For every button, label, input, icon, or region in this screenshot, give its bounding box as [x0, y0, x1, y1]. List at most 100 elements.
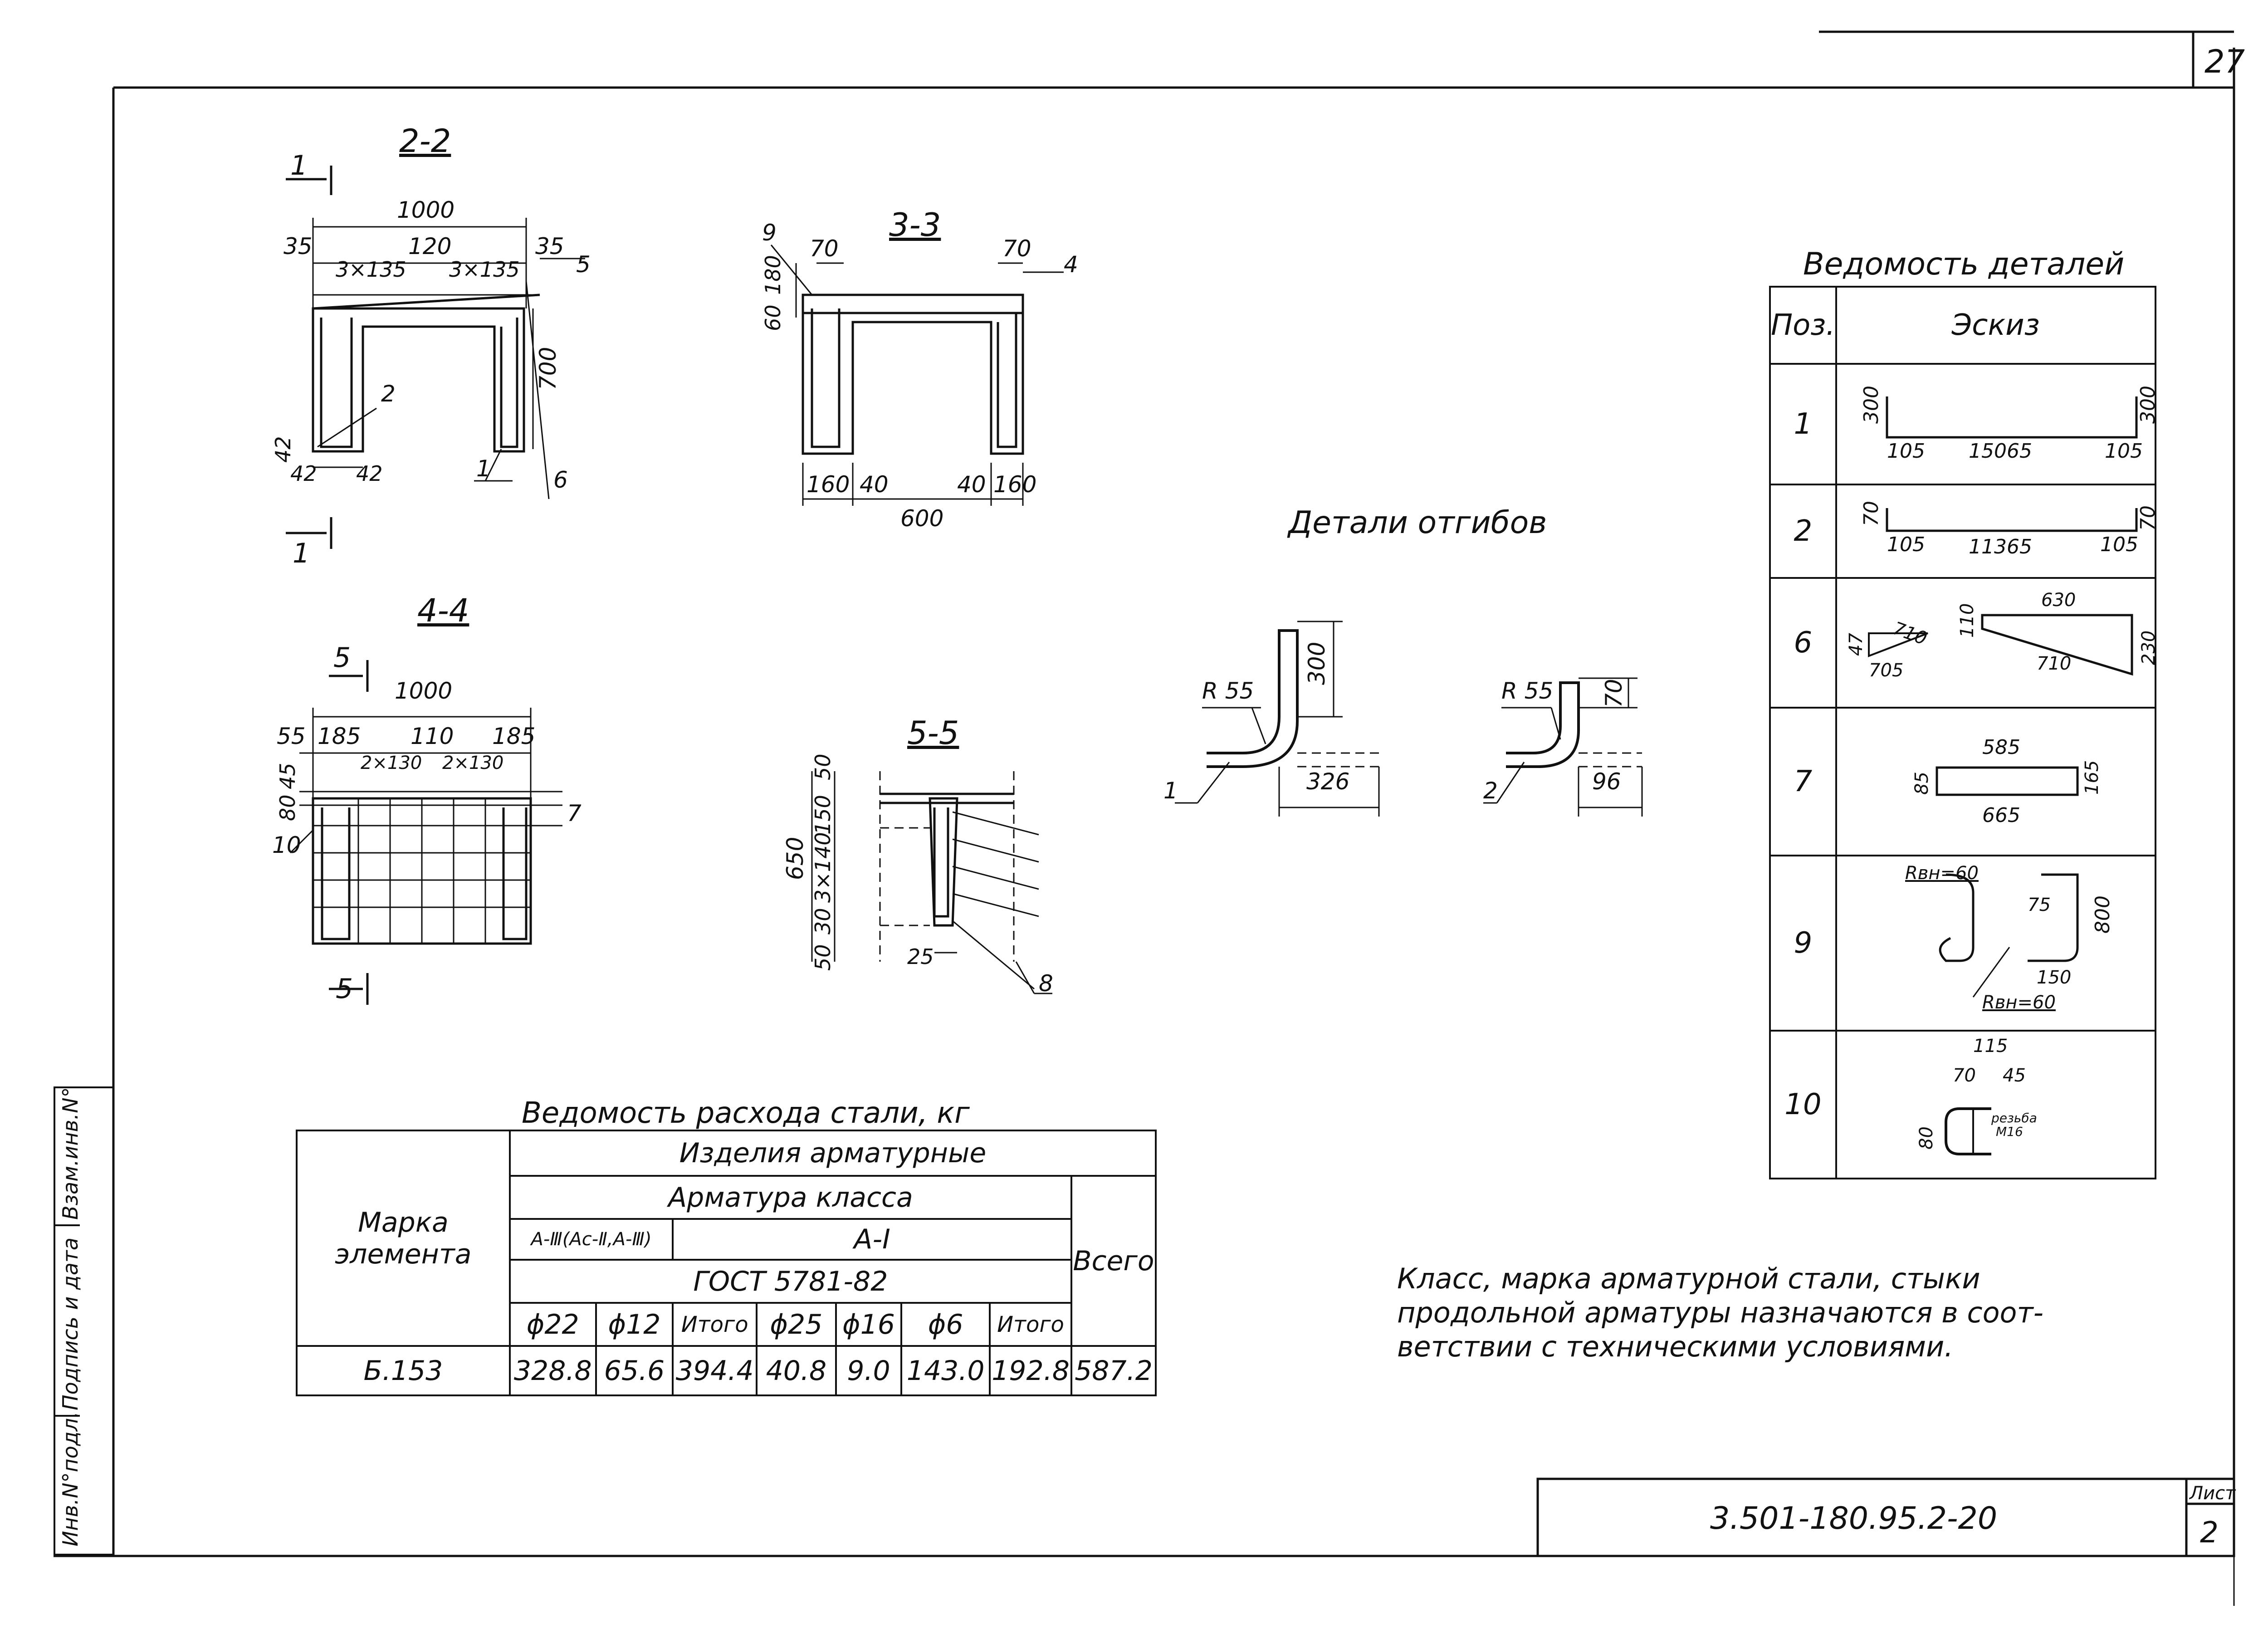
dim-label: 105 [2100, 533, 2138, 556]
dim-label: 650 [782, 837, 808, 880]
details-pos: 1 [1769, 363, 1837, 485]
bend2-length: 96 [1592, 768, 1621, 795]
sketch-pos-2: 70 105 11365 105 70 [1835, 484, 2160, 579]
callout-4: 4 [1064, 251, 1078, 278]
details-pos: 9 [1769, 855, 1837, 1032]
steel-value: 40.8 [756, 1345, 837, 1396]
dim-label: 160 [993, 471, 1036, 498]
note-line: Класс, марка арматурной стали, стыки [1397, 1262, 1980, 1295]
dim-label: 70 [810, 235, 839, 262]
steel-value: 328.8 [508, 1345, 597, 1396]
steel-col: Итого [672, 1302, 758, 1347]
sketch-drawing: 115 70 45 80 резьба M16 [1916, 1036, 2037, 1155]
dim-label: 45 [2003, 1065, 2026, 1086]
dim-label: 2×130 [361, 753, 422, 773]
dim-label: 230 [2138, 631, 2155, 665]
steel-total: 587.2 [1070, 1345, 1157, 1396]
steel-h-items: Изделия арматурные [508, 1130, 1157, 1177]
dim-label: 665 [1982, 804, 2020, 827]
page-number: 27 [2204, 43, 2245, 80]
details-table: Поз. Эскиз 1 300 105 15065 105 300 2 70 … [1769, 286, 2160, 1179]
dim-label: 630 [2041, 590, 2076, 611]
section-title: 5-5 [907, 714, 959, 752]
section-5-5: 5-5 [782, 714, 1053, 997]
sketch-drawing: 300 105 15065 105 300 [1860, 386, 2160, 463]
sketch-pos-6: 47 710 705 110 630 710 230 [1835, 577, 2159, 709]
cut-mark: 5 [333, 642, 351, 674]
steel-col: ϕ6 [900, 1302, 991, 1347]
steel-h-a1: А-Ⅰ [672, 1218, 1072, 1261]
dim-label: 185 [318, 723, 361, 749]
bend1-radius: R 55 [1202, 678, 1254, 704]
dim-label: 105 [1887, 533, 1925, 556]
dim-label: 42 [356, 461, 383, 486]
callout-2: 2 [381, 381, 396, 407]
bend2-height: 70 [1601, 679, 1627, 708]
steel-h-a3: А-Ⅲ(Ас-Ⅱ,А-Ⅲ) [508, 1218, 674, 1261]
dim-label: 165 [2082, 760, 2102, 795]
sheet-list-label: Лист [2189, 1483, 2236, 1504]
steel-table-title: Ведомость расхода стали, кг [522, 1096, 970, 1130]
sketch-drawing: 47 710 705 110 630 710 230 [1846, 590, 2159, 681]
bend1-height: 300 [1304, 642, 1330, 685]
details-table-title: Ведомость деталей [1803, 246, 2124, 282]
details-pos: 10 [1769, 1030, 1837, 1179]
steel-value: 192.8 [989, 1345, 1072, 1396]
bend1-length: 326 [1306, 768, 1349, 795]
steel-h-mark: Марка элемента [296, 1130, 511, 1347]
dim-label: 15065 [1969, 440, 2032, 463]
stamp-podpis-data: Подпись и дата [58, 1237, 83, 1410]
section-4-4: 4-4 5 5 [272, 592, 582, 1005]
dim-label: M16 [1996, 1124, 2023, 1139]
dim-label: 50 [811, 753, 835, 780]
callout-1: 1 [476, 455, 491, 482]
cut-mark: 1 [290, 150, 308, 181]
dim-label: 800 [2091, 895, 2114, 934]
dim-label: 105 [1887, 440, 1925, 463]
section-title: 3-3 [889, 206, 941, 244]
sketch-drawing: Rвн=60 75 800 150 Rвн=60 [1905, 863, 2114, 1013]
sketch-pos-7: 585 85 165 665 [1835, 707, 2156, 856]
dim-label: 60 [761, 304, 785, 331]
details-pos: 7 [1769, 707, 1837, 856]
stamp-divider [55, 1415, 80, 1417]
dim-label: 705 [1869, 660, 1903, 681]
dim-label: 55 [277, 723, 306, 749]
callout-7: 7 [567, 800, 582, 827]
dim-label: 585 [1982, 736, 2020, 759]
dim-label: 700 [535, 347, 561, 390]
dim-label: 35 [284, 233, 313, 259]
table-row: Б.153 328.8 65.6 394.4 40.8 9.0 143.0 19… [296, 1345, 1157, 1396]
dim-label: Rвн=60 [1905, 863, 1979, 884]
dim-label: 160 [807, 471, 850, 498]
callout-6: 6 [553, 467, 568, 493]
steel-col: ϕ12 [595, 1302, 674, 1347]
steel-mark: Б.153 [296, 1345, 511, 1396]
details-col-pos: Поз. [1769, 286, 1837, 365]
stamp-divider [55, 1224, 80, 1226]
note-line: продольной арматуры назначаются в соот- [1397, 1296, 2043, 1329]
dim-label: 47 [1846, 633, 1867, 656]
bends-title: Детали отгибов [1287, 505, 1547, 541]
dim-label: 115 [1973, 1036, 2008, 1057]
dim-label: 30 [811, 908, 835, 934]
dim-label: 3×135 [336, 257, 406, 282]
sheet-list-number: 2 [2200, 1516, 2219, 1550]
steel-col: ϕ16 [835, 1302, 903, 1347]
steel-value: 394.4 [672, 1345, 758, 1396]
dim-label: 85 [1911, 772, 1932, 795]
dim-label: 42 [271, 436, 295, 463]
note-line: ветствии с техническими условиями. [1397, 1330, 1953, 1363]
dim-label: 150 [811, 795, 835, 835]
dim-label: 70 [1953, 1065, 1976, 1086]
dim-label: 70 [1860, 501, 1883, 526]
dim-label: 110 [411, 723, 454, 749]
stamp-inv-podl: Инв.N°подл. [58, 1411, 83, 1546]
dim-label: 1000 [395, 678, 452, 704]
bend2-radius: R 55 [1501, 678, 1553, 704]
dim-label: 105 [2105, 440, 2143, 463]
dim-label: 40 [957, 471, 986, 498]
dim-label: 70 [2136, 505, 2155, 531]
sheet-frame [54, 30, 2235, 1606]
